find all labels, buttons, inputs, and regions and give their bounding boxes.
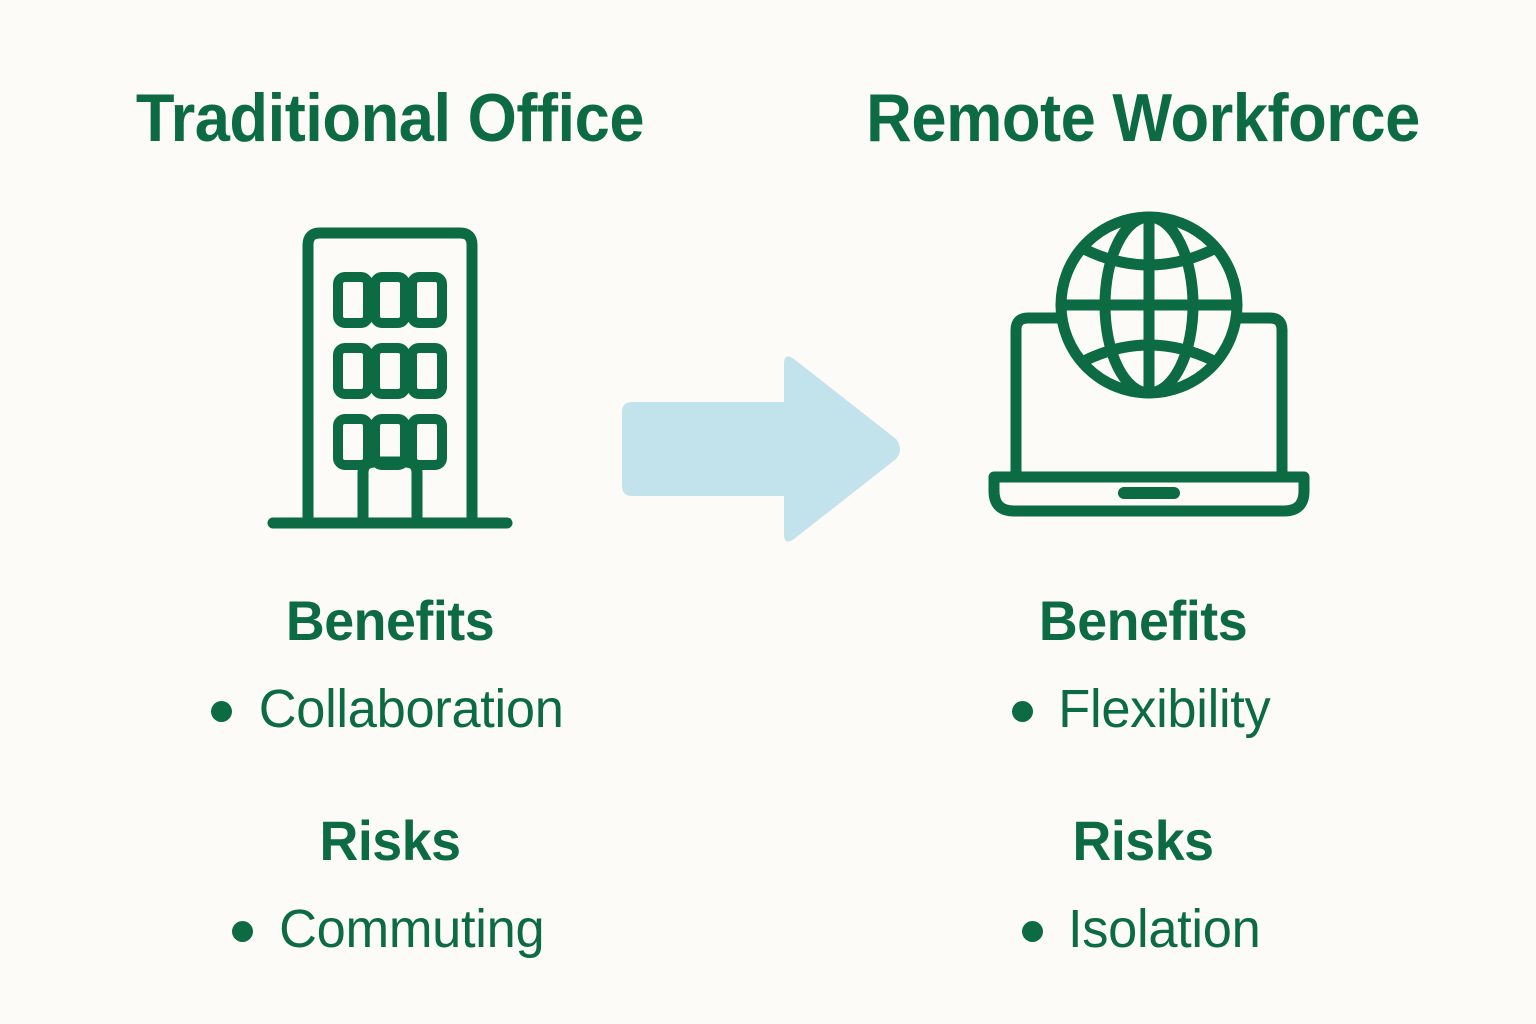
list-item: Commuting xyxy=(40,901,740,958)
office-building-icon-wrap xyxy=(40,205,740,550)
benefits-section-left: Benefits Collaboration xyxy=(40,589,740,738)
benefits-list-left: Collaboration xyxy=(40,681,740,738)
list-item-label: Collaboration xyxy=(259,678,564,739)
laptop-globe-icon xyxy=(988,211,1310,517)
benefits-list-right: Flexibility xyxy=(790,681,1496,738)
list-item: Isolation xyxy=(790,901,1496,958)
column-remote-workforce: Remote Workforce xyxy=(790,0,1496,1024)
right-arrow-icon xyxy=(622,356,900,542)
list-item: Flexibility xyxy=(790,681,1496,738)
office-building-icon xyxy=(267,227,513,529)
risks-section-left: Risks Commuting xyxy=(40,809,740,958)
bullet-dot-icon xyxy=(211,700,233,722)
list-item-label: Flexibility xyxy=(1058,678,1271,739)
risks-section-right: Risks Isolation xyxy=(790,809,1496,958)
laptop-globe-icon-wrap xyxy=(790,205,1502,550)
bullet-dot-icon xyxy=(1022,920,1044,942)
section-title-benefits-left: Benefits xyxy=(285,589,495,652)
list-item-label: Commuting xyxy=(278,898,545,959)
section-title-risks-right: Risks xyxy=(1072,809,1214,872)
column-traditional-office: Traditional Office xyxy=(40,0,740,1024)
bullet-dot-icon xyxy=(231,920,253,942)
globe-icon xyxy=(1055,211,1243,399)
transition-arrow-wrap xyxy=(612,350,904,548)
risks-list-left: Commuting xyxy=(40,901,740,958)
page-title-remote-workforce: Remote Workforce xyxy=(866,80,1420,156)
benefits-section-right: Benefits Flexibility xyxy=(790,589,1496,738)
section-title-benefits-right: Benefits xyxy=(1038,589,1248,652)
list-item: Collaboration xyxy=(40,681,740,738)
list-item-label: Isolation xyxy=(1068,898,1261,959)
risks-list-right: Isolation xyxy=(790,901,1496,958)
bullet-dot-icon xyxy=(1012,700,1034,722)
page-title-traditional-office: Traditional Office xyxy=(135,80,645,156)
section-title-risks-left: Risks xyxy=(319,809,461,872)
